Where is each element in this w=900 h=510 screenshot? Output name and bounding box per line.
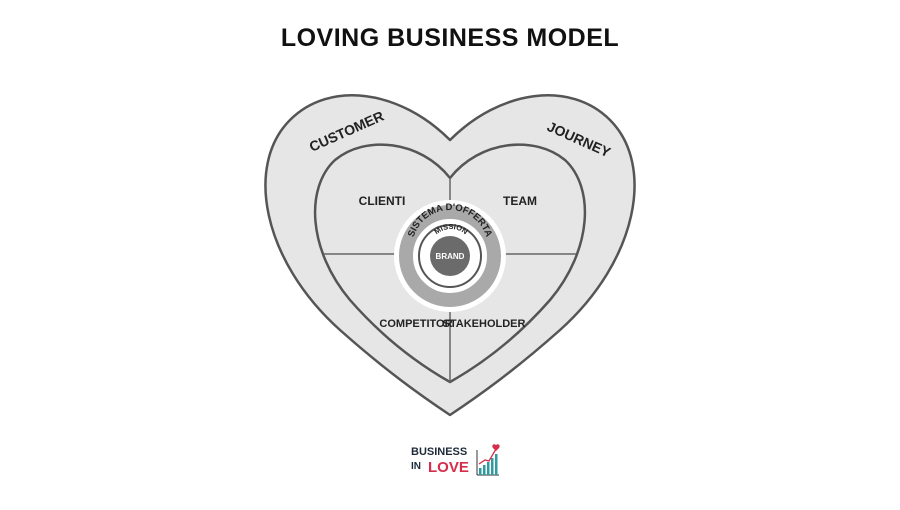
logo-line-business: BUSINESS <box>411 446 468 458</box>
brand-label: BRAND <box>436 252 465 261</box>
growth-chart-icon <box>476 444 500 476</box>
sistema-ring <box>399 205 501 307</box>
logo-word-love: LOVE <box>428 459 469 476</box>
logo-word-in: IN <box>411 461 421 472</box>
quadrant-competitor: COMPETITOR <box>379 318 452 330</box>
business-in-love-logo: BUSINESS IN LOVE <box>405 440 505 482</box>
quadrant-clienti: CLIENTI <box>359 194 406 208</box>
quadrant-team: TEAM <box>503 194 537 208</box>
page-title: LOVING BUSINESS MODEL <box>280 24 620 52</box>
quadrant-stakeholder: STAKEHOLDER <box>443 318 526 330</box>
brand-core <box>430 236 470 276</box>
